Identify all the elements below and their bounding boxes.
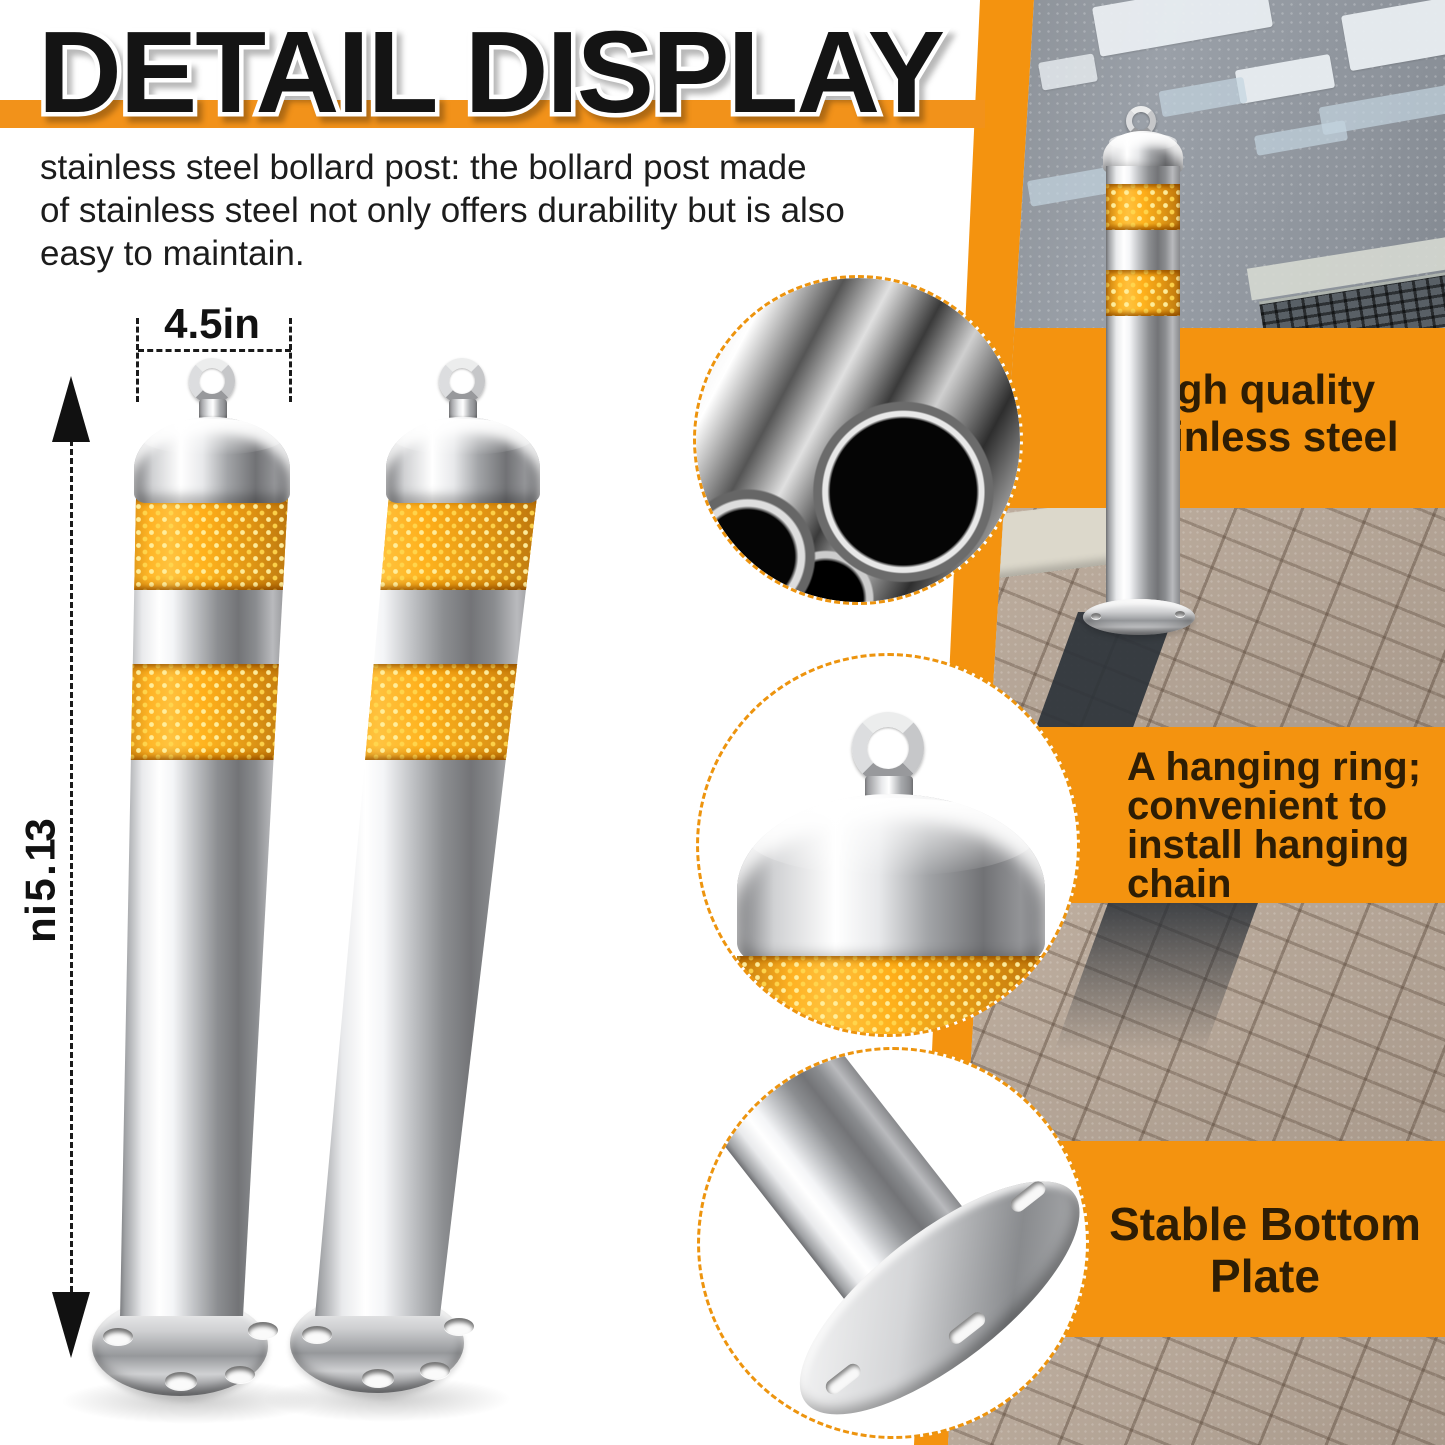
callout-circle-steel-tubes bbox=[693, 275, 1023, 605]
description-line2: of stainless steel not only offers durab… bbox=[40, 191, 845, 230]
installed-bollard-reflective-band bbox=[1106, 270, 1180, 316]
width-dimension-label: 4.5in bbox=[164, 300, 260, 347]
reflective-band-detail bbox=[737, 956, 1045, 1034]
bottom-plate-line1: Stable Bottom bbox=[1109, 1198, 1421, 1250]
reflective-band bbox=[315, 664, 538, 760]
bottom-plate-line2: Plate bbox=[1210, 1250, 1320, 1302]
bolt-hole bbox=[225, 1366, 255, 1383]
installed-bollard-shaft bbox=[1106, 166, 1180, 612]
bolt-slot bbox=[1007, 1178, 1049, 1215]
height-dimension-line bbox=[70, 440, 73, 1292]
bolt-hole bbox=[420, 1362, 450, 1379]
product-description: stainless steel bollard post: the bollar… bbox=[40, 146, 970, 275]
reflective-band bbox=[120, 498, 288, 590]
post-shaft bbox=[315, 496, 538, 1316]
bottom-plate-callout-label: Stable Bottom Plate bbox=[1095, 1198, 1435, 1302]
description-line3: easy to maintain. bbox=[40, 234, 305, 273]
bottom-plate-detail bbox=[700, 1050, 1086, 1436]
width-dimension-tick bbox=[136, 318, 139, 402]
post-shaft-group bbox=[310, 496, 540, 1316]
hanging-ring-callout-label: A hanging ring; convenient to install ha… bbox=[1127, 745, 1445, 906]
bolt-slot bbox=[945, 1309, 989, 1347]
post-hanging-ring bbox=[439, 358, 485, 404]
post-shaft bbox=[120, 496, 288, 1316]
stainless-steel-tubes-photo bbox=[696, 278, 1020, 602]
bolt-hole bbox=[1175, 611, 1185, 617]
bolt-hole bbox=[248, 1322, 278, 1339]
callout-circle-bottom-plate bbox=[697, 1047, 1089, 1439]
post-shaft-group bbox=[118, 496, 290, 1316]
width-dimension-line bbox=[138, 349, 291, 352]
description-line1: stainless steel bollard post: the bollar… bbox=[40, 148, 807, 187]
page-title-graphic: DETAIL DISPLAY bbox=[34, 8, 950, 142]
width-dimension-tick bbox=[289, 318, 292, 402]
title-highlight-bar bbox=[0, 100, 985, 128]
ring-mount-nut bbox=[449, 399, 477, 421]
bolt-slot bbox=[822, 1360, 864, 1398]
bolt-hole bbox=[302, 1326, 332, 1343]
post-cap bbox=[386, 417, 540, 503]
post-hanging-ring bbox=[189, 358, 235, 404]
callout-band-material bbox=[948, 328, 1445, 508]
hanging-ring-line3: install hanging chain bbox=[1127, 823, 1410, 906]
hanging-ring-line1: A hanging ring; bbox=[1127, 745, 1422, 789]
installed-bollard-reflective-band bbox=[1106, 184, 1180, 230]
page-title: DETAIL DISPLAY bbox=[38, 8, 944, 137]
arrow-up-icon bbox=[52, 376, 90, 442]
post-cap bbox=[134, 417, 290, 503]
hanging-ring-detail bbox=[852, 712, 924, 784]
reflective-band bbox=[315, 498, 538, 590]
hanging-ring-line2: convenient to bbox=[1127, 784, 1388, 828]
reflective-band bbox=[120, 664, 288, 760]
installed-bollard-base-plate bbox=[1083, 599, 1195, 635]
bolt-hole bbox=[362, 1369, 394, 1387]
arrow-down-icon bbox=[52, 1292, 90, 1358]
ring-mount-nut bbox=[199, 399, 227, 421]
callout-circle-hanging-ring bbox=[696, 653, 1080, 1037]
bolt-hole bbox=[1091, 613, 1101, 619]
cap-detail bbox=[737, 794, 1045, 964]
bolt-hole bbox=[444, 1318, 474, 1335]
bolt-hole bbox=[165, 1372, 197, 1390]
bolt-hole bbox=[103, 1328, 133, 1345]
